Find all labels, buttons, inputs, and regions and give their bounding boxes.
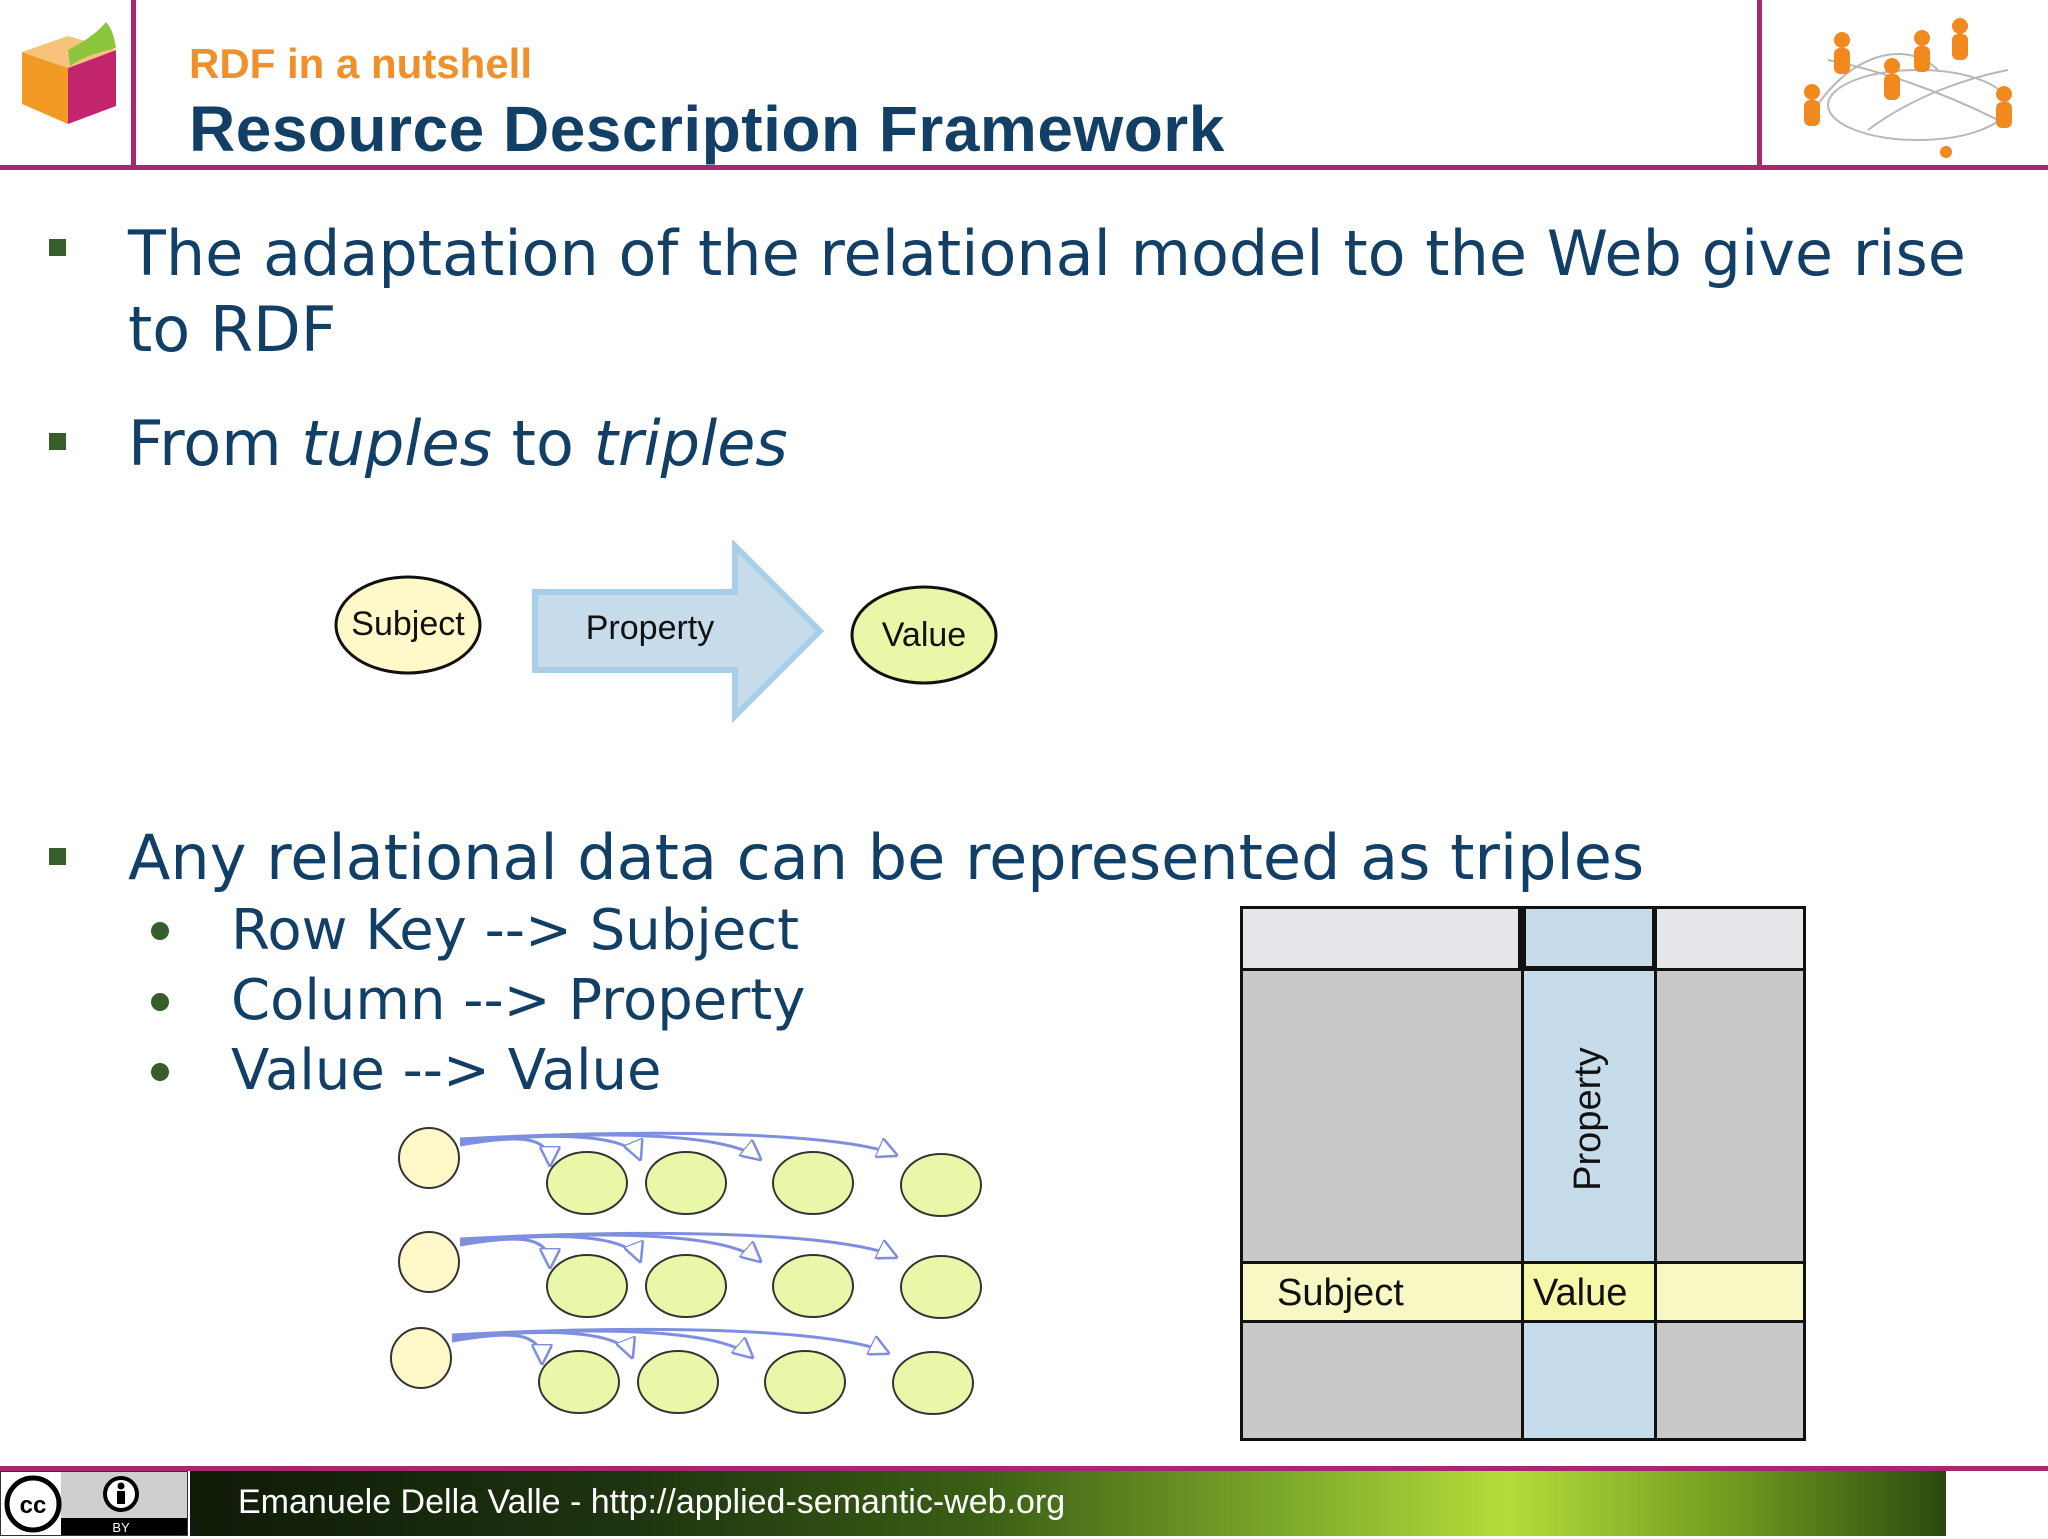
people-network-icon (1804, 18, 2012, 158)
triple-diagram: Subject Property Value (334, 540, 998, 724)
bullet-marker (49, 239, 66, 256)
bullet-2-pre: From (128, 407, 302, 480)
header-rule (0, 165, 2048, 170)
property-column (1521, 971, 1657, 1438)
sub-bullet-3: Value --> Value (231, 1038, 662, 1103)
bullet-2-text: From tuples to triples (128, 406, 788, 482)
bullet-marker (49, 848, 66, 865)
triple-row-2 (398, 1231, 982, 1319)
triple-row-3 (390, 1327, 974, 1415)
table-header-left (1243, 909, 1521, 971)
slide-title: Resource Description Framework (189, 93, 1225, 165)
header-divider-left (131, 0, 136, 170)
svg-text:BY: BY (112, 1520, 130, 1535)
footer-band (190, 1471, 1946, 1536)
bullet-2-triples: triples (593, 407, 788, 480)
bullet-2-tuples: tuples (301, 407, 492, 480)
sub-bullet-marker (151, 993, 169, 1011)
value-cell (1521, 1261, 1657, 1323)
logo-cube-icon (22, 22, 116, 124)
subject-row-label: Subject (1277, 1272, 1404, 1314)
triples-graph-diagram (390, 1127, 982, 1415)
bullet-marker (49, 433, 66, 450)
sub-bullet-marker (151, 922, 169, 940)
value-cell-label: Value (1533, 1272, 1628, 1314)
table-header-property (1521, 909, 1657, 971)
creative-commons-icon: cc BY (1, 1472, 187, 1535)
sub-bullet-marker (151, 1063, 169, 1081)
footer-author-link[interactable]: Emanuele Della Valle - http://applied-se… (238, 1483, 1066, 1521)
subject-node (334, 575, 482, 675)
subject-label: Subject (351, 605, 465, 643)
table-header-right (1657, 909, 1803, 971)
svg-text:cc: cc (20, 1492, 47, 1519)
bullet-2-mid: to (491, 407, 594, 480)
footer-rule (0, 1466, 2048, 1471)
sub-bullet-1: Row Key --> Subject (231, 898, 800, 963)
cc-license-badge[interactable]: cc BY (0, 1471, 188, 1536)
property-label: Property (586, 609, 715, 647)
property-arrow (532, 540, 825, 724)
relational-table-diagram: Property Subject Value (1240, 906, 1806, 1441)
sub-bullet-2: Column --> Property (231, 968, 806, 1033)
bullet-1-line-2: to RDF (128, 293, 337, 366)
bullet-3-text: Any relational data can be represented a… (128, 821, 1645, 894)
header-divider-right (1757, 0, 1762, 170)
triple-row-1 (398, 1127, 982, 1217)
value-node (850, 585, 998, 685)
property-column-label: Property (1567, 1047, 1609, 1191)
value-label: Value (882, 616, 966, 654)
bullet-1-line-1: The adaptation of the relational model t… (128, 217, 1966, 290)
slide-subtitle: RDF in a nutshell (189, 40, 533, 87)
